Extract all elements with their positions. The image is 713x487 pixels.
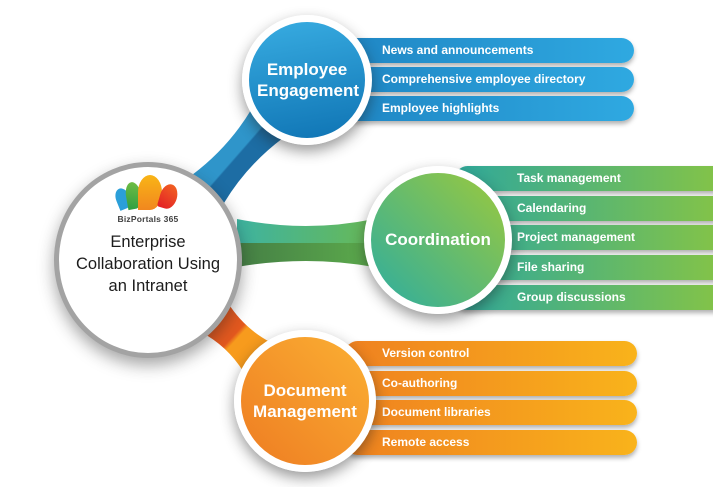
list-item: Group discussions bbox=[455, 285, 713, 310]
list-item: Comprehensive employee directory bbox=[345, 67, 634, 92]
connector-employee-engagement bbox=[192, 110, 283, 203]
list-item: Document libraries bbox=[345, 400, 637, 425]
branch-circle-document-management: Document Management bbox=[234, 330, 376, 472]
list-item: News and announcements bbox=[345, 38, 634, 63]
logo-text: BizPortals 365 bbox=[117, 214, 179, 224]
branch-label: Coordination bbox=[385, 230, 491, 250]
branch-circle-employee-engagement: Employee Engagement bbox=[242, 15, 372, 145]
list-item: Remote access bbox=[345, 430, 637, 455]
center-title: Enterprise Collaboration Using an Intran… bbox=[76, 233, 220, 295]
list-item: Co-authoring bbox=[345, 371, 637, 396]
branch-circle-coordination: Coordination bbox=[364, 166, 512, 314]
bizportals-logo-icon bbox=[112, 175, 181, 211]
center-node: BizPortals 365 Enterprise Collaboration … bbox=[54, 162, 242, 358]
connector-coordination-top bbox=[237, 219, 374, 243]
branch-label: Employee Engagement bbox=[257, 59, 360, 100]
list-item: Version control bbox=[345, 341, 637, 366]
bizportals-logo: BizPortals 365 bbox=[112, 175, 181, 224]
list-item: Task management bbox=[455, 166, 713, 191]
list-item: Employee highlights bbox=[345, 96, 634, 121]
branch-label: Document Management bbox=[253, 380, 357, 421]
connector-coordination-bottom bbox=[237, 243, 374, 267]
